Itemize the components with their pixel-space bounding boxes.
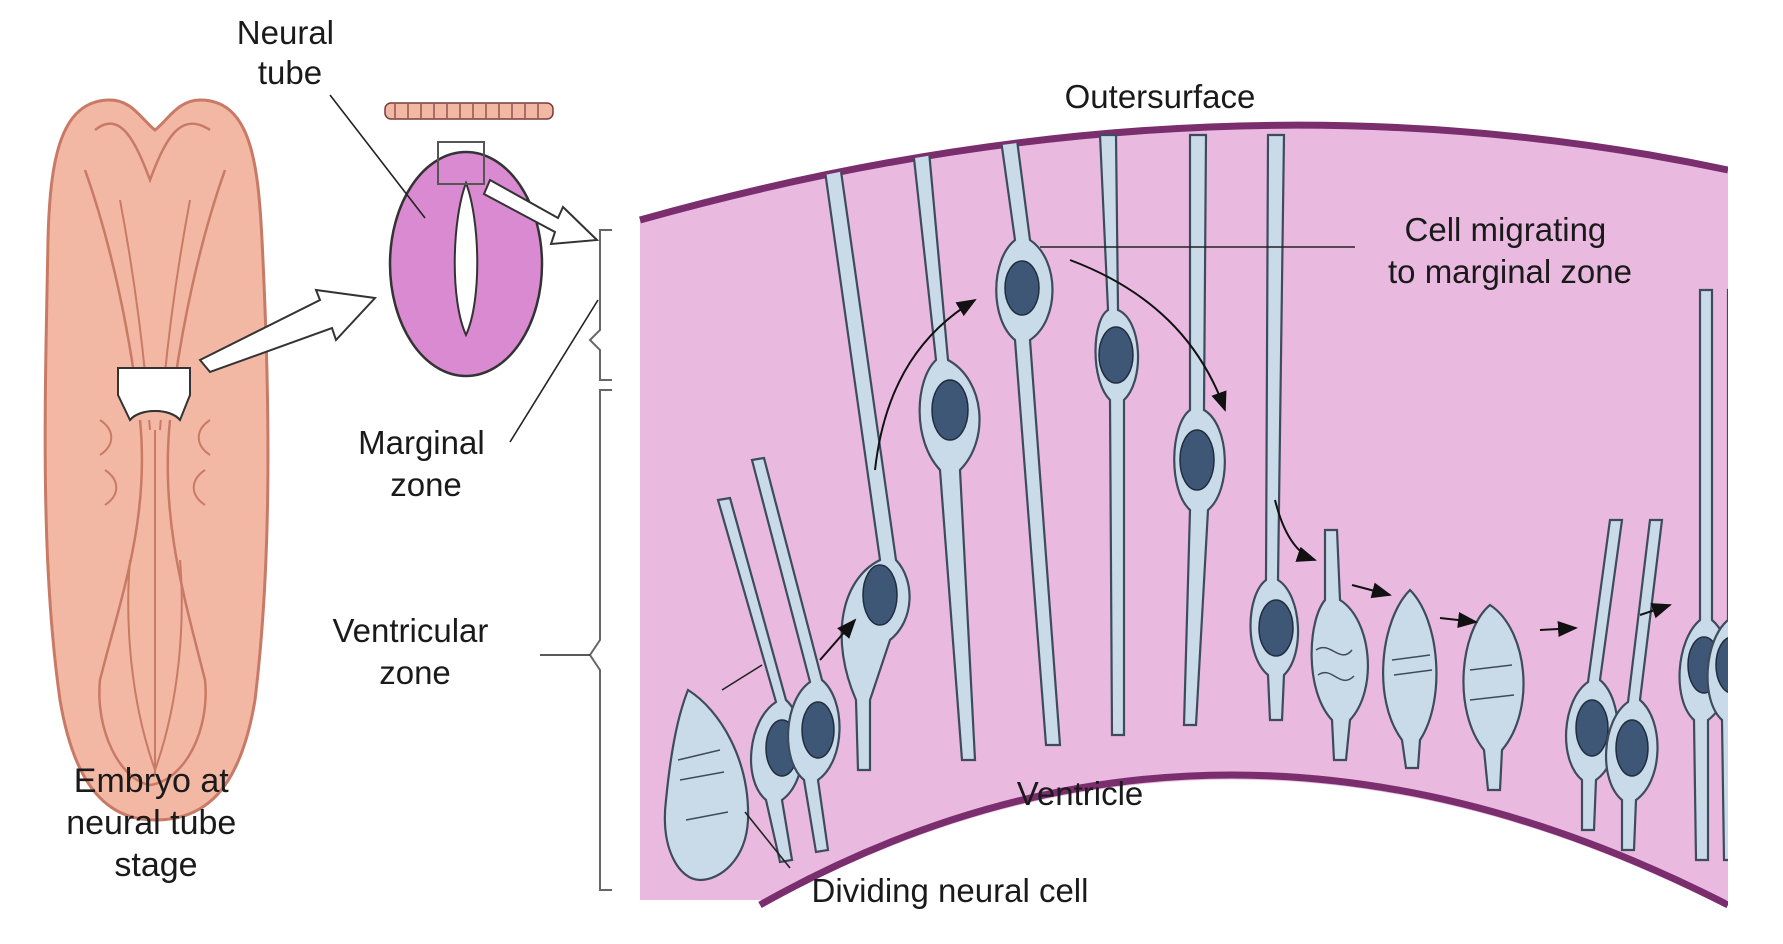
dividing-cell-label: Dividing neural cell <box>812 872 1089 909</box>
detail-right-cover <box>1728 150 1783 944</box>
marginal-zone-brace <box>590 230 612 380</box>
embryo-illustration <box>45 100 268 820</box>
embryo-section-cut-icon <box>118 368 190 420</box>
marginal-zone-label: Marginal zone <box>358 424 494 503</box>
ectoderm-strip <box>385 103 553 119</box>
neural-tube-cross-section <box>385 103 553 376</box>
neural-tube-label: Neural tube <box>237 14 343 91</box>
ventricular-zone-label: Ventricular zone <box>332 612 497 691</box>
embryo-body <box>45 100 268 820</box>
enlarged-neural-tissue <box>640 125 1758 944</box>
outer-surface-label: Outersurface <box>1065 78 1256 115</box>
ventricle-label: Ventricle <box>1017 775 1144 812</box>
ventricular-zone-brace <box>590 390 612 890</box>
embryo-label: Embryo at neural tube stage <box>66 762 246 884</box>
